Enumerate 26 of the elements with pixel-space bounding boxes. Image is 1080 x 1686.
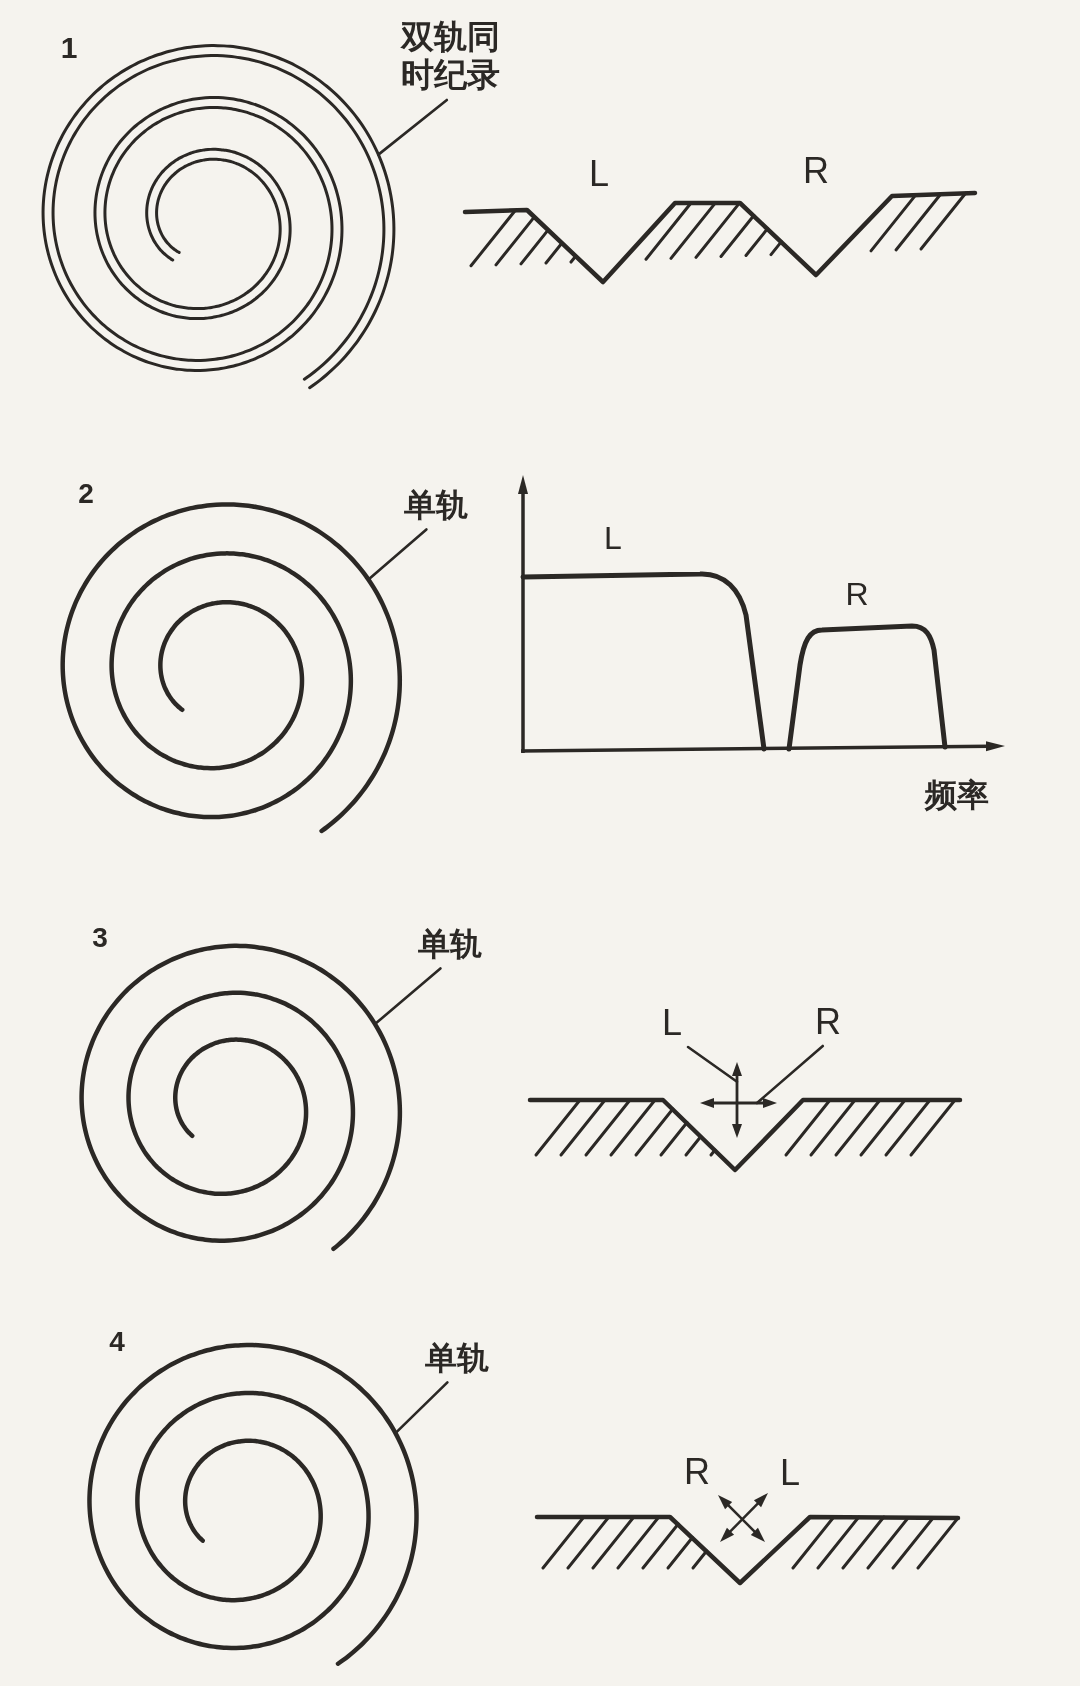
leader-line bbox=[367, 528, 428, 581]
leader-line bbox=[373, 967, 442, 1026]
figure-number: 2 bbox=[78, 480, 94, 508]
track-label: 单轨 bbox=[425, 1339, 489, 1377]
leader-line bbox=[394, 1381, 449, 1435]
channel-label: L bbox=[604, 522, 622, 554]
figure-number: 1 bbox=[60, 33, 78, 63]
channel-label: L bbox=[589, 156, 609, 192]
figure-number: 4 bbox=[109, 1328, 125, 1356]
channel-label: R bbox=[845, 578, 869, 610]
leader-line bbox=[377, 98, 449, 156]
leader-line bbox=[686, 1045, 739, 1084]
channel-label: R bbox=[684, 1454, 710, 1490]
channel-label: L bbox=[662, 1005, 682, 1041]
track-label: 双轨同时纪录 bbox=[400, 18, 504, 94]
channel-label: R bbox=[815, 1004, 841, 1040]
channel-label: L bbox=[780, 1455, 800, 1491]
channel-label: R bbox=[803, 153, 829, 189]
track-label: 单轨 bbox=[418, 925, 482, 963]
track-label: 单轨 bbox=[404, 486, 468, 524]
double-arrow bbox=[732, 1062, 742, 1138]
axis-label: 频率 bbox=[925, 776, 989, 814]
double-arrow bbox=[700, 1098, 777, 1108]
spiral-track bbox=[60, 502, 403, 834]
figure-number: 3 bbox=[92, 924, 108, 952]
leader-line bbox=[755, 1044, 825, 1105]
